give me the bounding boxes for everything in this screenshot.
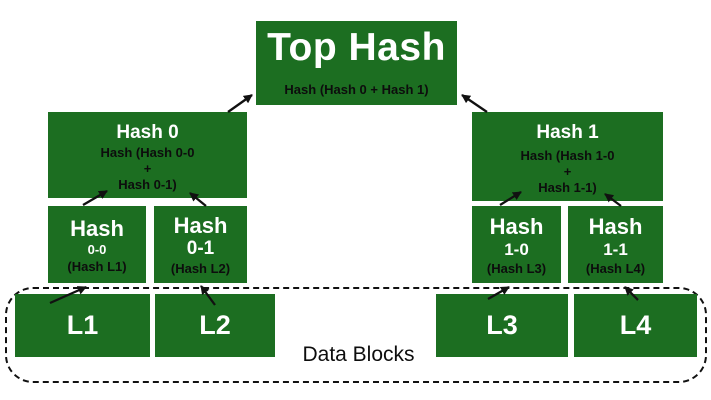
hash-0-node: Hash 0 Hash (Hash 0-0 + Hash 0-1): [48, 112, 247, 198]
data-block-l3-label: L3: [486, 310, 518, 340]
hash-1-formula-line2: +: [563, 164, 572, 179]
top-hash-node: Top Hash Hash (Hash 0 + Hash 1): [256, 21, 457, 105]
hash-0-formula-line1: Hash (Hash 0-0: [100, 145, 195, 160]
hash-0-0-node: Hash 0-0 (Hash L1): [48, 206, 146, 283]
data-block-l1: L1: [15, 294, 150, 357]
data-blocks-label: Data Blocks: [302, 343, 415, 366]
hash-0-0-title: Hash: [70, 215, 124, 241]
data-blocks-container: [5, 287, 707, 383]
hash-0-1-node: Hash 0-1 (Hash L2): [154, 206, 247, 283]
hash-0-0-suffix: 0-0: [87, 241, 107, 257]
hash-1-1-title: Hash: [588, 213, 643, 239]
hash-1-0-suffix: 1-0: [504, 239, 529, 259]
hash-1-1-suffix: 1-1: [603, 239, 628, 259]
arrow-hash0-to-tophash: [227, 94, 253, 113]
hash-1-node: Hash 1 Hash (Hash 1-0 + Hash 1-1): [472, 112, 663, 201]
hash-0-0-formula: (Hash L1): [67, 258, 127, 274]
arrow-hash1-to-tophash: [461, 94, 488, 113]
data-block-l1-label: L1: [66, 310, 99, 340]
hash-0-formula-line2: +: [143, 161, 152, 176]
hash-0-title: Hash 0: [116, 122, 179, 143]
data-block-l4-label: L4: [619, 310, 652, 340]
hash-1-1-formula: (Hash L4): [585, 260, 646, 276]
data-block-l3: L3: [436, 294, 568, 357]
hash-0-formula-line3: Hash 0-1): [118, 177, 177, 192]
hash-1-formula-line1: Hash (Hash 1-0: [520, 148, 615, 163]
data-block-l2: L2: [155, 294, 275, 357]
hash-1-1-node: Hash 1-1 (Hash L4): [568, 206, 663, 283]
hash-1-formula-line3: Hash 1-1): [538, 180, 597, 195]
hash-0-1-formula: (Hash L2): [170, 261, 231, 276]
top-hash-title: Top Hash: [267, 26, 446, 69]
hash-1-0-title: Hash: [489, 213, 544, 239]
hash-0-1-title: Hash: [173, 213, 228, 238]
hash-1-title: Hash 1: [536, 122, 599, 143]
hash-1-0-node: Hash 1-0 (Hash L3): [472, 206, 561, 283]
hash-0-1-suffix: 0-1: [186, 238, 215, 259]
data-block-l2-label: L2: [199, 310, 231, 340]
top-hash-formula: Hash (Hash 0 + Hash 1): [284, 82, 429, 97]
data-block-l4: L4: [574, 294, 697, 357]
hash-1-0-formula: (Hash L3): [486, 260, 547, 276]
hash-1-formula: Hash (Hash 1-0 + Hash 1-1): [521, 148, 615, 196]
hash-0-formula: Hash (Hash 0-0 + Hash 0-1): [101, 145, 195, 193]
